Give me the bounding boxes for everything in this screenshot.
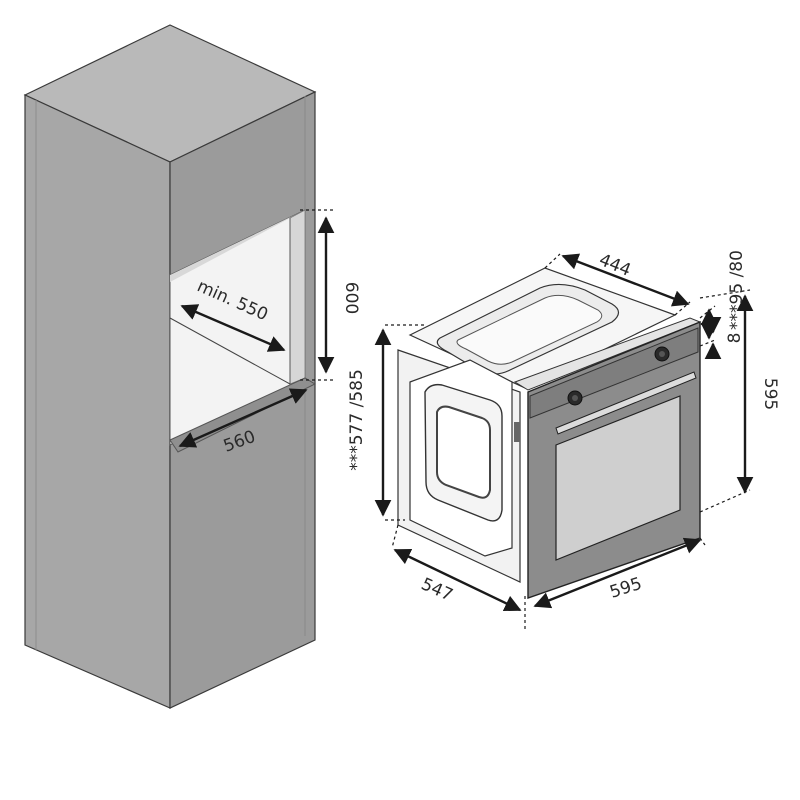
niche-height-dimension: 600 <box>300 209 361 381</box>
oven-window <box>555 395 681 561</box>
oven-height-label: ***577 /585 <box>347 369 367 471</box>
oven-front-height-dimension: 595 <box>699 289 780 513</box>
oven <box>397 267 702 599</box>
oven-body-depth-label: 547 <box>418 574 456 605</box>
oven-panel-gap-dimension: 8 <box>704 316 745 360</box>
oven-front-height-label: 595 <box>760 378 780 410</box>
door-handle <box>555 371 697 435</box>
niche-height-label: 600 <box>341 282 361 314</box>
cabinet-side <box>24 94 171 709</box>
oven-top-offset-dimension: ***95 /80 <box>699 250 747 347</box>
oven-panel-gap-label: 8 <box>725 333 745 344</box>
oven-height-dimension: ***577 /585 <box>347 324 425 521</box>
oven-front-width-label: 595 <box>607 574 644 603</box>
oven-top-depth-label: 444 <box>596 250 634 281</box>
tall-cabinet <box>23 24 317 709</box>
oven-top-offset-label: ***95 /80 <box>727 250 747 330</box>
